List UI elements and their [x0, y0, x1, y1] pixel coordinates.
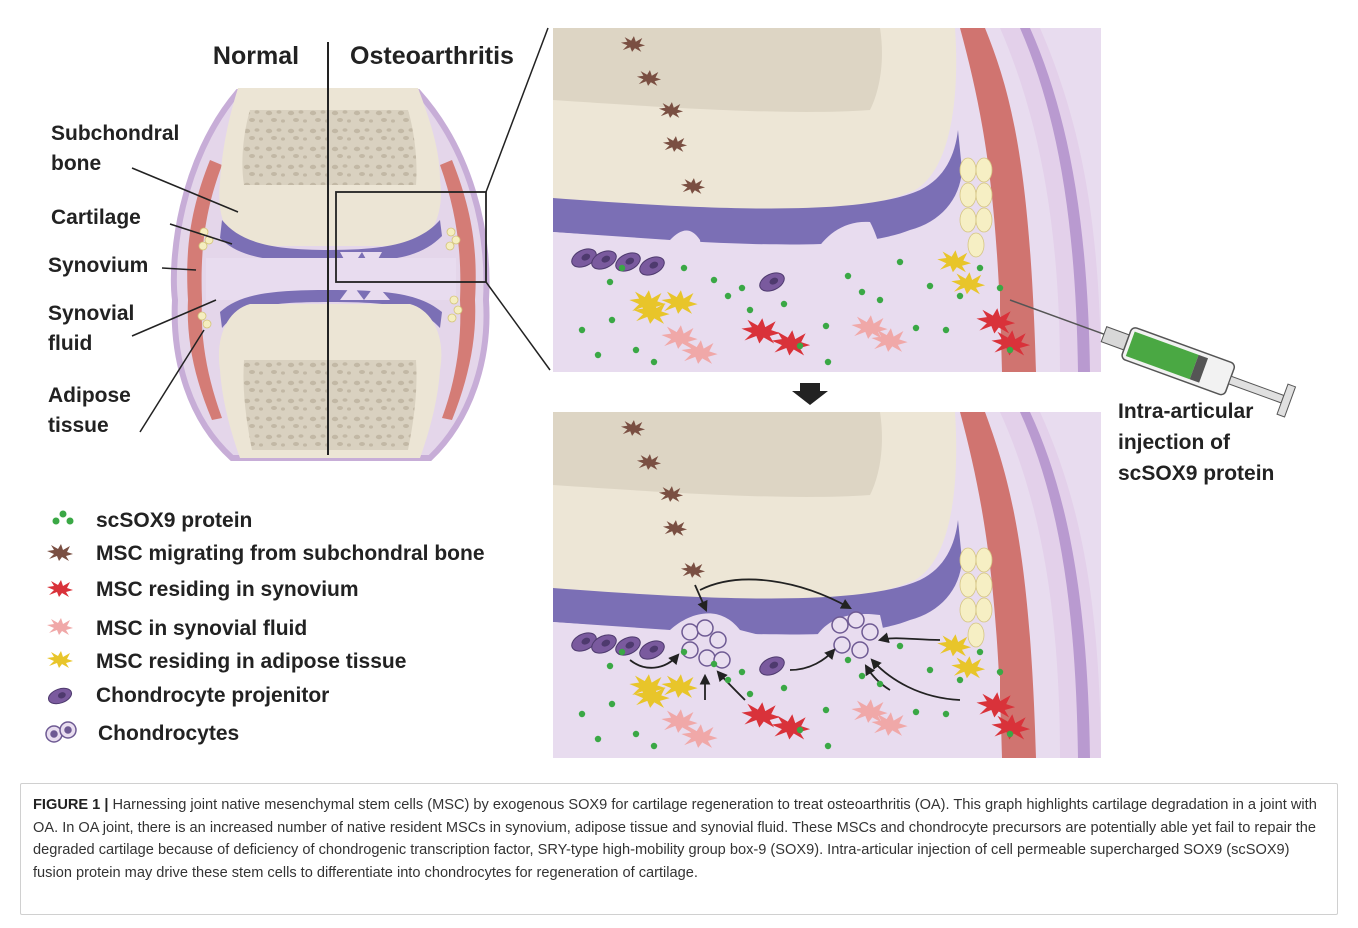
scsox9-dot: [739, 669, 745, 675]
down-arrow-icon: [792, 383, 828, 405]
scsox9-dot: [781, 685, 787, 691]
legend-label-progenitor: Chondrocyte projenitor: [96, 684, 329, 707]
scsox9-dot: [977, 649, 983, 655]
label-adipose-2: tissue: [48, 414, 109, 437]
scsox9-dot: [859, 289, 865, 295]
scsox9-dot: [711, 661, 717, 667]
scsox9-dot: [997, 285, 1003, 291]
label-subchondral-2: bone: [51, 152, 101, 175]
scsox9-dot: [607, 663, 613, 669]
scsox9-dot: [619, 649, 625, 655]
scsox9-dot: [877, 297, 883, 303]
scsox9-dot: [913, 325, 919, 331]
caption-label: FIGURE 1 |: [33, 797, 108, 813]
scsox9-dot: [1007, 731, 1013, 737]
scsox9-dot: [927, 667, 933, 673]
scsox9-dot: [633, 731, 639, 737]
scsox9-dot: [897, 643, 903, 649]
scsox9-dot: [609, 701, 615, 707]
legend-progenitor-icon: [46, 685, 73, 706]
label-cartilage: Cartilage: [51, 206, 141, 229]
scsox9-dot: [845, 657, 851, 663]
scsox9-dot: [747, 307, 753, 313]
scsox9-dot: [997, 669, 1003, 675]
scsox9-dot: [609, 317, 615, 323]
scsox9-dot: [781, 301, 787, 307]
scsox9-dot: [897, 259, 903, 265]
scsox9-dot: [595, 736, 601, 742]
legend-chondrocytes-icon: [46, 722, 76, 742]
scsox9-dot: [739, 285, 745, 291]
label-synovial-fluid-1: Synovial: [48, 302, 134, 325]
legend-label-scsox9: scSOX9 protein: [96, 509, 252, 532]
figure-caption: FIGURE 1 | Harnessing joint native mesen…: [20, 783, 1338, 915]
scsox9-dot: [823, 323, 829, 329]
scsox9-dot: [943, 711, 949, 717]
scsox9-dot: [711, 277, 717, 283]
injection-label-line2: injection of: [1118, 431, 1231, 454]
legend-msc-fluid-icon: [47, 618, 73, 635]
scsox9-dot: [957, 293, 963, 299]
label-synovial-fluid-2: fluid: [48, 332, 92, 355]
legend-label-msc-synovium: MSC residing in synovium: [96, 578, 359, 601]
regeneration-zoom-panel: [553, 412, 1101, 758]
label-adipose-1: Adipose: [48, 384, 131, 407]
scsox9-dot: [913, 709, 919, 715]
legend-label-msc-fluid: MSC in synovial fluid: [96, 617, 307, 640]
scsox9-dot: [825, 743, 831, 749]
injection-label-line1: Intra-articular: [1118, 400, 1253, 423]
oa-zoom-panel: [553, 28, 1101, 372]
label-synovium: Synovium: [48, 254, 148, 277]
legend-label-chondrocytes: Chondrocytes: [98, 722, 239, 745]
scsox9-dot: [681, 265, 687, 271]
scsox9-dot: [619, 265, 625, 271]
scsox9-dot: [845, 273, 851, 279]
scsox9-dot: [977, 265, 983, 271]
injection-label-line3: scSOX9 protein: [1118, 462, 1274, 485]
scsox9-dot: [859, 673, 865, 679]
scsox9-dot: [651, 359, 657, 365]
scsox9-dot: [1007, 347, 1013, 353]
scsox9-dot: [725, 293, 731, 299]
scsox9-dot: [943, 327, 949, 333]
scsox9-dot: [747, 691, 753, 697]
legend-label-msc-bone: MSC migrating from subchondral bone: [96, 542, 485, 565]
label-subchondral-1: Subchondral: [51, 122, 179, 145]
scsox9-dot: [681, 649, 687, 655]
scsox9-dot: [797, 343, 803, 349]
scsox9-dot: [797, 727, 803, 733]
legend-msc-adipose-icon: [47, 651, 73, 668]
scsox9-dot: [607, 279, 613, 285]
scsox9-dot: [633, 347, 639, 353]
scsox9-dot: [823, 707, 829, 713]
scsox9-dot: [957, 677, 963, 683]
scsox9-dot: [651, 743, 657, 749]
legend-msc-synovium-icon: [47, 580, 73, 597]
oa-title: Osteoarthritis: [350, 42, 514, 70]
scsox9-dot: [579, 327, 585, 333]
scsox9-dot: [877, 681, 883, 687]
legend-scsox9-icon: [53, 511, 74, 525]
normal-title: Normal: [213, 42, 299, 70]
legend-msc-bone-icon: [47, 544, 73, 561]
scsox9-dot: [579, 711, 585, 717]
legend: scSOX9 protein MSC migrating from subcho…: [46, 509, 485, 745]
scsox9-dot: [927, 283, 933, 289]
caption-text: Harnessing joint native mesenchymal stem…: [33, 797, 1317, 881]
scsox9-dot: [725, 677, 731, 683]
legend-label-msc-adipose: MSC residing in adipose tissue: [96, 650, 406, 673]
scsox9-dot: [595, 352, 601, 358]
scsox9-dot: [825, 359, 831, 365]
